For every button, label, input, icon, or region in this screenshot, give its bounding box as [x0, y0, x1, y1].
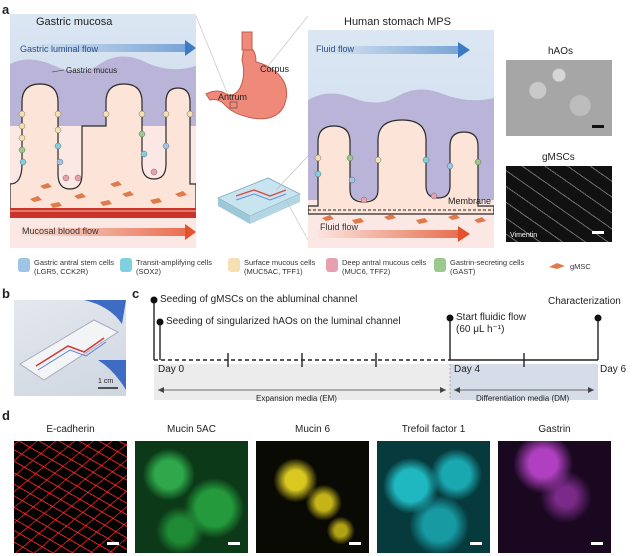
luminal-flow-label: Gastric luminal flow: [20, 44, 99, 54]
tff1-image: [377, 441, 490, 553]
event-characterization: Characterization: [548, 296, 621, 307]
haos-micrograph: [506, 60, 612, 136]
gastric-mucosa-title: Gastric mucosa: [36, 16, 113, 28]
timeline-chart: [150, 296, 602, 400]
scale-bar: [591, 542, 603, 545]
legend-name: Transit-amplifying cells: [136, 258, 212, 267]
panel-label-b: b: [2, 286, 10, 301]
stomach-and-chip-illustration: [196, 15, 308, 241]
legend-item-gmsc: gMSC: [548, 262, 591, 271]
gmscs-micrograph: Vimentin: [506, 166, 612, 242]
mps-illustration: [308, 30, 494, 248]
mucin6-image: [256, 441, 369, 553]
legend-markers: (SOX2): [136, 267, 162, 276]
legend-item-surface-mucous: Surface mucous cells(MUC5AC, TFF1): [228, 258, 315, 276]
scale-bar: [592, 231, 604, 234]
legend-swatch: [18, 258, 30, 272]
fluid-flow-bottom-label: Fluid flow: [320, 222, 359, 232]
gastric-mucus-label: Gastric mucus: [66, 66, 118, 75]
legend-swatch: [326, 258, 338, 272]
legend-item-stem-cells: Gastric antral stem cells(LGR5, CCK2R): [18, 258, 114, 276]
legend-item-gastrin-secreting: Gastrin-secreting cells(GAST): [434, 258, 524, 276]
membrane-label: Membrane: [448, 196, 492, 206]
panel-label-c: c: [132, 286, 140, 301]
legend-swatch: [228, 258, 240, 272]
legend-name: Deep antral mucous cells: [342, 258, 427, 267]
gmsc-icon: [549, 263, 565, 269]
ecadherin-image: [14, 441, 127, 553]
event-start-flow-line1: Start fluidic flow: [456, 312, 527, 323]
day0-label: Day 0: [158, 364, 185, 375]
haos-label: hAOs: [548, 46, 574, 57]
scale-bar: [592, 125, 604, 128]
vimentin-label: Vimentin: [510, 232, 538, 239]
legend-swatch: [434, 258, 446, 272]
mucin5ac-image: [135, 441, 248, 553]
tff1-title: Trefoil factor 1: [401, 424, 466, 435]
fluid-flow-top-label: Fluid flow: [316, 44, 355, 54]
antrum-label: Antrum: [218, 92, 248, 102]
scale-bar: [470, 542, 482, 545]
scale-bar: [228, 542, 240, 545]
event-gmsc-seeding: Seeding of gMSCs on the abluminal channe…: [160, 294, 358, 305]
expansion-media-label: Expansion media (EM): [256, 394, 337, 403]
panel-label-d: d: [2, 408, 10, 423]
event-start-flow: Start fluidic flow (60 μL h⁻¹): [456, 312, 526, 336]
gastrin-title: Gastrin: [538, 424, 571, 435]
legend-name: Surface mucous cells: [244, 258, 316, 267]
legend-item-deep-antral-mucous: Deep antral mucous cells(MUC6, TFF2): [326, 258, 426, 276]
legend-markers: (GAST): [450, 267, 476, 276]
blood-flow-label: Mucosal blood flow: [22, 226, 99, 236]
event-hao-seeding: Seeding of singularized hAOs on the lumi…: [166, 316, 401, 327]
event-start-flow-line2: (60 μL h⁻¹): [456, 324, 505, 335]
legend-swatch: [120, 258, 132, 272]
mucin5ac-title: Mucin 5AC: [167, 424, 216, 435]
day4-label: Day 4: [454, 364, 481, 375]
differentiation-media-label: Differentiation media (DM): [476, 394, 570, 403]
scale-bar: [349, 542, 361, 545]
gmscs-label: gMSCs: [542, 152, 575, 163]
legend-name: Gastrin-secreting cells: [450, 258, 525, 267]
human-stomach-mps-title: Human stomach MPS: [344, 16, 451, 28]
legend-name: gMSC: [570, 262, 591, 271]
corpus-label: Corpus: [260, 64, 290, 74]
legend-markers: (MUC5AC, TFF1): [244, 267, 303, 276]
gastric-mucosa-illustration: [10, 14, 196, 248]
legend-name: Gastric antral stem cells: [34, 258, 115, 267]
scale-label: 1 cm: [98, 378, 114, 385]
legend-markers: (LGR5, CCK2R): [34, 267, 89, 276]
day6-label: Day 6: [600, 364, 627, 375]
panel-label-a: a: [2, 2, 10, 17]
legend-markers: (MUC6, TFF2): [342, 267, 391, 276]
scale-bar: [107, 542, 119, 545]
ecadherin-title: E-cadherin: [46, 424, 95, 435]
legend-item-transit-amplifying: Transit-amplifying cells(SOX2): [120, 258, 212, 276]
device-photo: 1 cm: [14, 300, 126, 396]
device-chip-drawing: [19, 300, 126, 390]
mucin6-title: Mucin 6: [294, 424, 330, 435]
gastrin-image: [498, 441, 611, 553]
